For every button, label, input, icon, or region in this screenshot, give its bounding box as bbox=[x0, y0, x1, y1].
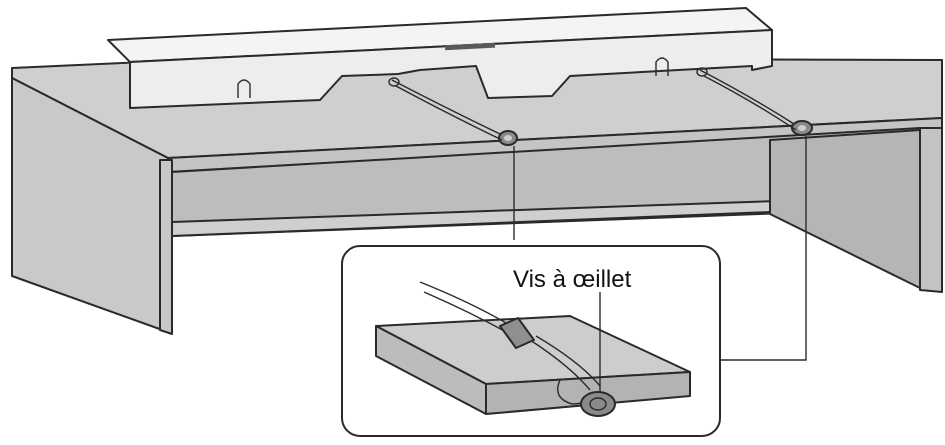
stand-left-leg bbox=[159, 159, 173, 335]
eye-screw-left bbox=[498, 130, 518, 146]
detail-cord-sleeve bbox=[499, 317, 535, 349]
eye-screw-right bbox=[791, 120, 813, 136]
soundbar bbox=[107, 7, 773, 109]
detail-eye-screw bbox=[580, 391, 616, 417]
eye-screw-label: Vis à œillet bbox=[513, 266, 632, 293]
callout-box bbox=[341, 245, 721, 437]
stand-right-end bbox=[919, 127, 943, 293]
tether-cords bbox=[388, 67, 797, 141]
mount-hole-right bbox=[655, 57, 669, 76]
mount-hole-left bbox=[237, 79, 251, 98]
detail-block-right bbox=[485, 371, 691, 415]
soundbar-front bbox=[129, 29, 773, 109]
stand-inner-right-wall bbox=[769, 129, 921, 289]
soundbar-display bbox=[444, 42, 496, 51]
callout-leaders bbox=[513, 136, 807, 361]
